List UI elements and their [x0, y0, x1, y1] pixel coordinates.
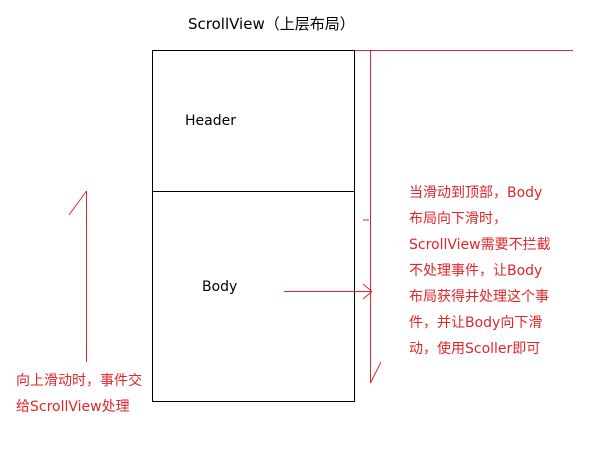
diagram-title: ScrollView（上层布局）	[188, 15, 355, 33]
left-note-line: 给ScrollView处理	[16, 399, 130, 415]
right-note-line: 布局获得并处理这个事	[409, 289, 549, 305]
body-label: Body	[202, 279, 238, 295]
scrollview-box	[152, 50, 355, 402]
left-annotation-note: 向上滑动时，事件交 给ScrollView处理	[16, 368, 142, 420]
down-scroll-arrow-head	[370, 361, 382, 384]
right-note-line: 布局向下滑时，	[409, 211, 507, 227]
right-note-line: ScrollView需要不拦截	[409, 237, 551, 253]
right-note-line: 动，使用Scoller即可	[409, 341, 541, 357]
right-note-line: 不处理事件，让Body	[409, 263, 543, 279]
right-note-line: 当滑动到顶部，Body	[409, 185, 543, 201]
left-note-line: 向上滑动时，事件交	[16, 373, 142, 389]
header-label: Header	[185, 113, 236, 129]
right-note-line: 件，并让Body向下滑	[409, 315, 543, 331]
right-annotation-note: 当滑动到顶部，Body 布局向下滑时， ScrollView需要不拦截 不处理事…	[409, 180, 551, 362]
body-to-note-arrow-head-top	[362, 283, 373, 292]
up-scroll-arrow-head	[68, 190, 87, 216]
body-to-note-arrow-head-bottom	[362, 291, 373, 300]
